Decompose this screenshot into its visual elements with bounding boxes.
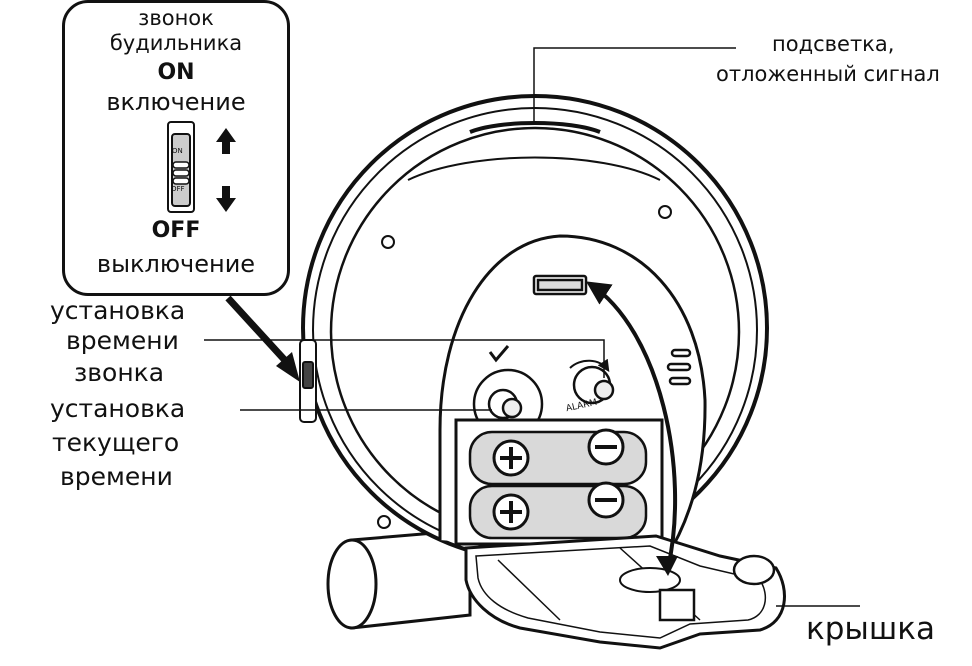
backlight-snooze-button: [469, 121, 601, 134]
backlight-label-2: отложенный сигнал: [716, 62, 940, 86]
alarm-time-label-2: времени: [66, 326, 179, 355]
cover-insert-arrowhead-bottom: [656, 556, 678, 576]
alarm-time-knob: [569, 358, 615, 405]
switch-off-text: OFF: [171, 185, 185, 193]
battery-top: [468, 428, 648, 486]
cover-label: крышка: [806, 611, 935, 647]
alarm-side-switch: [299, 339, 317, 423]
leader-lines: [204, 47, 860, 607]
battery-bottom: [468, 481, 648, 540]
backlight-label-1: подсветка,: [772, 32, 895, 56]
cover-insert-arrow: [585, 281, 678, 569]
current-time-label-2: текущего: [52, 428, 180, 457]
callout-line2: будильника: [109, 31, 243, 55]
switch-on-text: ON: [172, 147, 183, 155]
arrow-down-icon: [216, 186, 236, 212]
arrow-up-icon: [216, 128, 236, 154]
current-time-label-3: времени: [60, 462, 173, 491]
clock-foot: [326, 528, 472, 630]
alarm-time-label-3: звонка: [74, 358, 165, 387]
on-caption: включение: [106, 88, 246, 116]
switch-pointer-arrow: [225, 295, 300, 382]
alarm-time-label-1: установка: [50, 296, 186, 325]
callout-line1: звонок: [138, 6, 214, 30]
battery-cover: [464, 534, 786, 650]
cover-latch-slot: [532, 274, 588, 296]
speaker-vents: [666, 348, 692, 386]
battery-compartment: [454, 418, 664, 546]
off-caption: выключение: [96, 250, 256, 278]
on-label: ON: [157, 60, 195, 85]
slide-switch-illustration: [167, 121, 236, 213]
off-label: OFF: [151, 218, 201, 243]
current-time-label-1: установка: [50, 394, 186, 423]
